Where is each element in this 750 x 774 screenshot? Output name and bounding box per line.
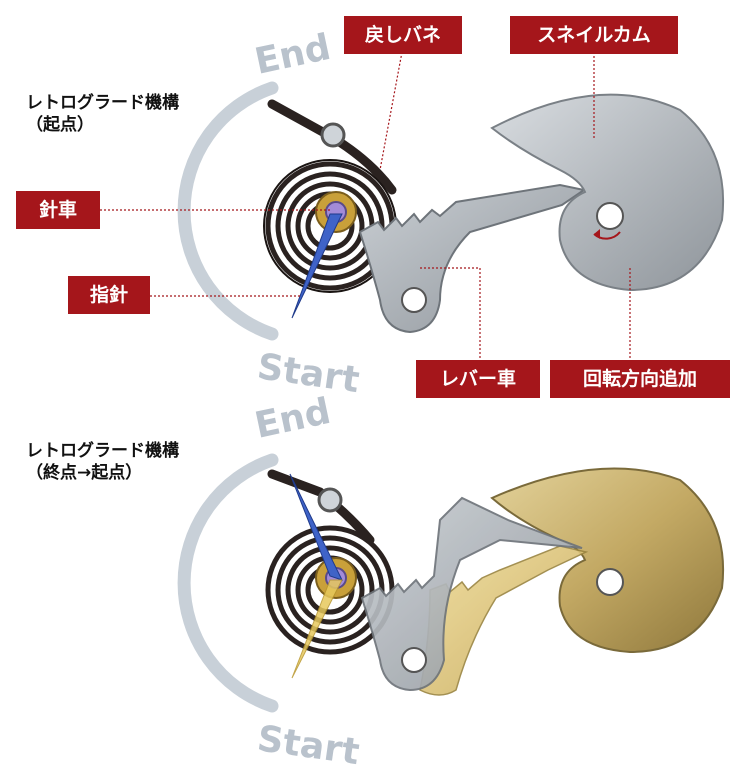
hand-blue [291,213,343,319]
end-label: End [251,27,334,83]
retrograde-arc [177,81,279,341]
start-label-2: Start [255,718,362,770]
retrograde-arc-2 [177,453,279,713]
label-hand: 指針 [68,276,150,314]
end-label-2: End [251,391,334,447]
panel-2-caption-line2: （終点→起点） [26,463,143,483]
spring-stud [320,122,346,148]
label-lever-wheel: レバー車 [416,360,540,398]
start-label: Start [255,346,362,401]
label-snail-cam: スネイルカム [510,16,678,54]
lever-wheel-2 [360,496,583,692]
panel-2-art: End Start [177,391,725,773]
cam-center-hole [596,202,624,230]
panel-2-caption: レトログラード機構 （終点→起点） [26,440,179,484]
leader-lines [100,51,631,358]
hand-blue-end [289,473,343,581]
panel-1-caption-line2: （起点） [26,115,94,135]
panel-1-caption: レトログラード機構 （起点） [26,92,179,136]
label-rotation-direction: 回転方向追加 [550,360,730,398]
label-return-spring: 戻しバネ [344,16,462,54]
lever-pivot [401,287,427,313]
spring-stud-2 [317,487,343,513]
label-hand-wheel: 針車 [16,191,100,229]
hand-yellow-start [291,579,343,679]
panel-1-caption-line1: レトログラード機構 [26,93,179,113]
hand-wheel-gear [315,191,357,233]
return-spring-arm-2 [267,469,375,545]
panel-2-caption-line1: レトログラード機構 [26,441,179,461]
panel-1-art: End Start [100,27,725,401]
